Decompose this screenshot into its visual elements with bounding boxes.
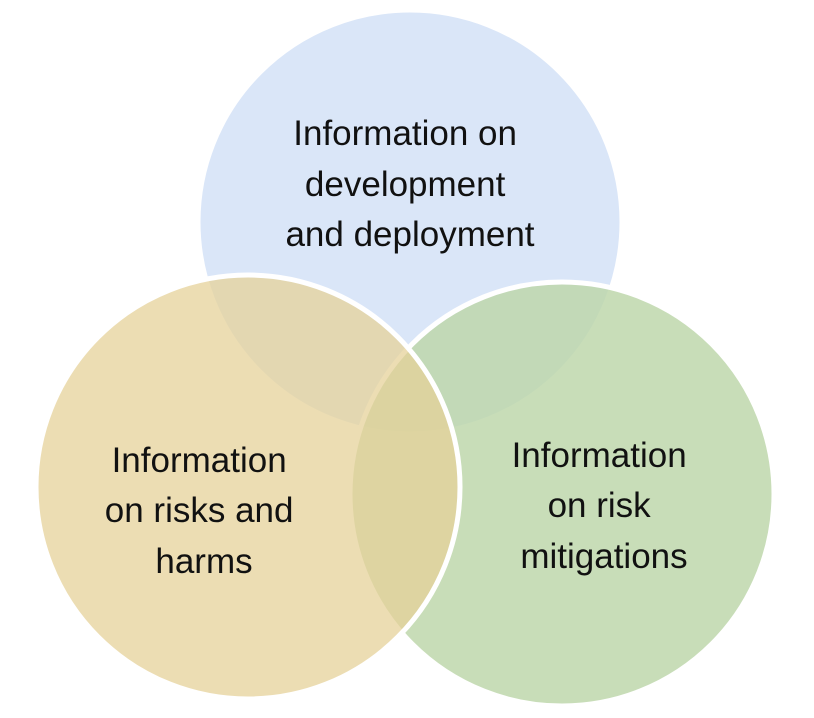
risks-label-line-2: on risks and xyxy=(105,491,294,530)
mitigations-label: Information on risk mitigations xyxy=(512,436,697,576)
venn-circles xyxy=(33,7,777,709)
risks-label: Information on risks and harms xyxy=(105,441,303,581)
development-label-line-2: development xyxy=(305,165,506,204)
mitigations-label-line-2: on risk xyxy=(548,486,652,525)
mitigations-label-line-3: mitigations xyxy=(520,537,687,576)
risks-label-line-1: Information xyxy=(112,441,287,480)
venn-labels: Information on development and deploymen… xyxy=(105,114,697,581)
development-label-line-1: Information on xyxy=(293,114,517,153)
development-label: Information on development and deploymen… xyxy=(285,114,534,254)
risks-label-line-3: harms xyxy=(155,542,252,581)
development-label-line-3: and deployment xyxy=(285,215,534,254)
mitigations-label-line-1: Information xyxy=(512,436,687,475)
risks-circle xyxy=(33,272,463,702)
